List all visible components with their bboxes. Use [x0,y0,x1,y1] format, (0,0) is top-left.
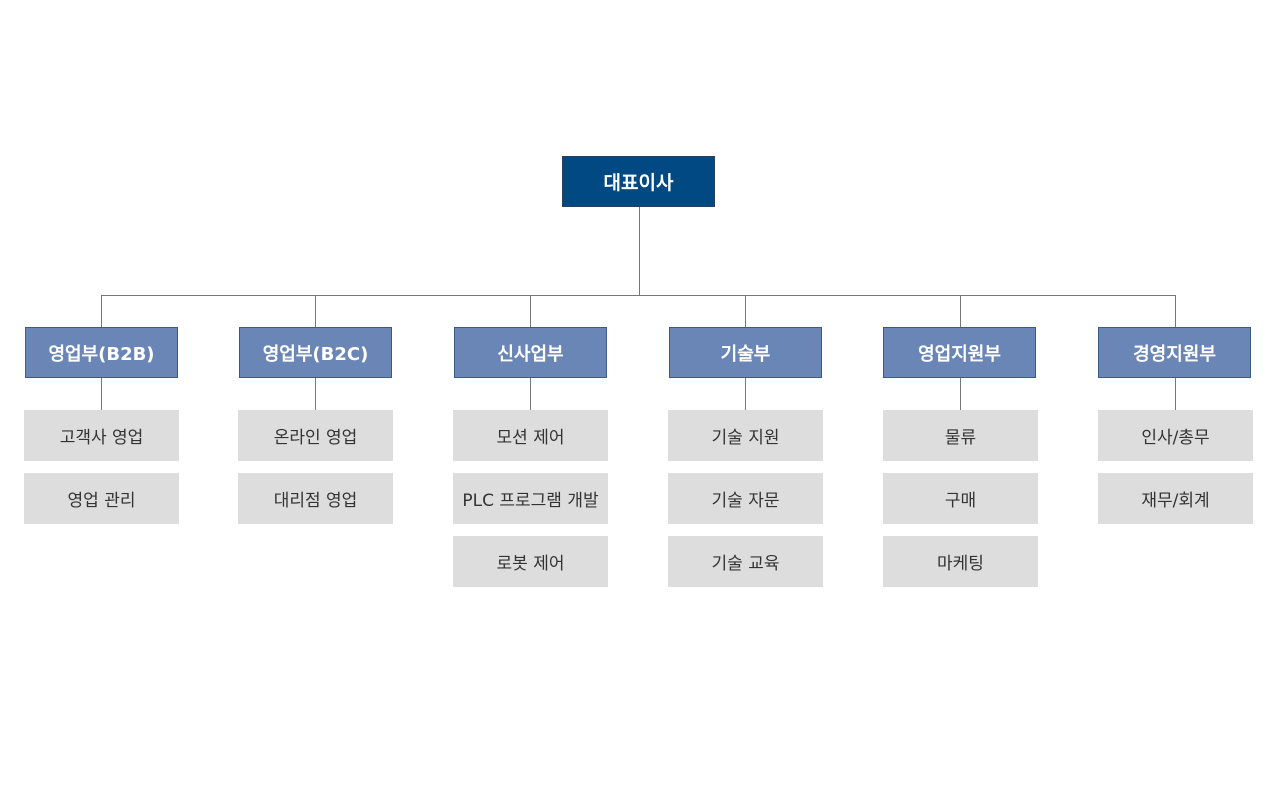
team-connector [530,378,531,410]
team-connector [745,378,746,410]
dept-connector [530,295,531,327]
department-box: 경영지원부 [1098,327,1251,378]
team-box: 인사/총무 [1098,410,1253,461]
team-box: 마케팅 [883,536,1038,587]
dept-connector [101,295,102,327]
department-box: 영업부(B2C) [239,327,392,378]
department-box: 영업부(B2B) [25,327,178,378]
team-connector [101,378,102,410]
team-box: PLC 프로그램 개발 [453,473,608,524]
team-box: 모션 제어 [453,410,608,461]
department-box: 기술부 [669,327,822,378]
dept-connector [1175,295,1176,327]
team-connector [1175,378,1176,410]
ceo-box: 대표이사 [562,156,715,207]
team-box: 구매 [883,473,1038,524]
team-connector [960,378,961,410]
team-box: 기술 지원 [668,410,823,461]
team-box: 고객사 영업 [24,410,179,461]
team-box: 재무/회계 [1098,473,1253,524]
horizontal-connector [101,295,1176,296]
team-box: 물류 [883,410,1038,461]
team-connector [315,378,316,410]
team-box: 기술 교육 [668,536,823,587]
dept-connector [745,295,746,327]
team-box: 온라인 영업 [238,410,393,461]
dept-connector [960,295,961,327]
team-box: 대리점 영업 [238,473,393,524]
dept-connector [315,295,316,327]
team-box: 로봇 제어 [453,536,608,587]
ceo-connector [639,207,640,295]
department-box: 신사업부 [454,327,607,378]
department-box: 영업지원부 [883,327,1036,378]
team-box: 영업 관리 [24,473,179,524]
team-box: 기술 자문 [668,473,823,524]
